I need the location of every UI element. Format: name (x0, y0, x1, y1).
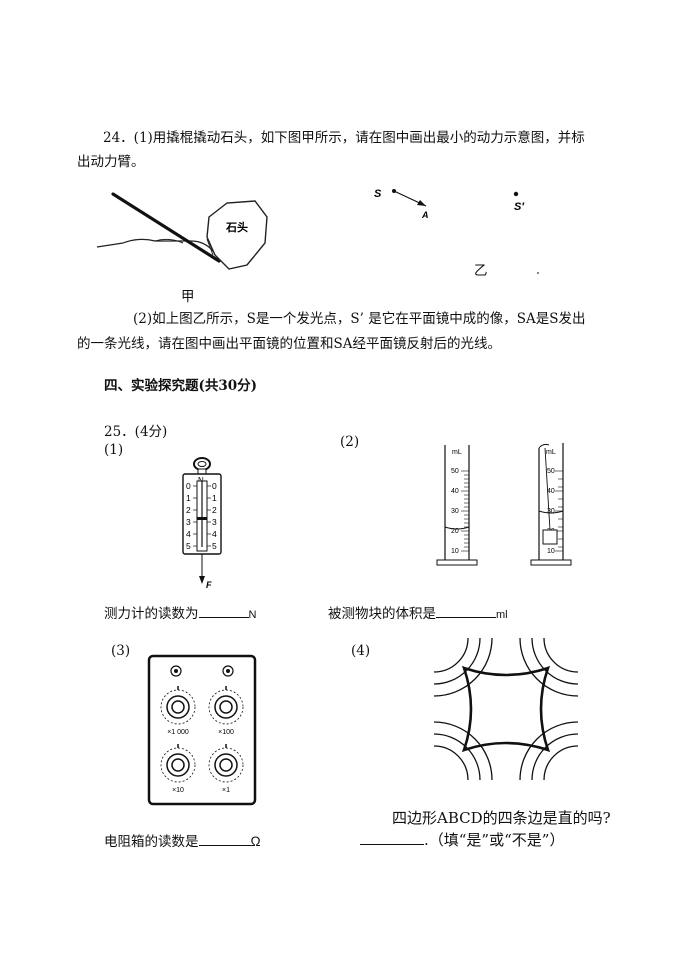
svg-text:4: 4 (186, 529, 191, 539)
q25-p4-label: (4) (351, 643, 371, 659)
svg-text:10: 10 (451, 548, 459, 555)
svg-text:10: 10 (547, 548, 555, 555)
section4-title: 四、实验探究题(共30分) (104, 378, 258, 394)
svg-text:0: 0 (186, 481, 191, 491)
svg-text:mL: mL (546, 449, 556, 456)
cylinder-2: mL 50 40 30 20 10 (530, 443, 572, 566)
quadrilateral-abcd (461, 665, 551, 753)
svg-text:1: 1 (212, 493, 217, 503)
lever-rock-figure: 石头 (96, 192, 268, 270)
light-ray-figure: S A S′ (374, 188, 539, 274)
rock-label: 石头 (225, 220, 248, 234)
scale-left-numbers: 0 1 2 3 4 5 (186, 481, 191, 551)
figure-jia-label: 甲 (181, 289, 195, 304)
multiplier-x1: ×1 (222, 787, 230, 794)
q25-p3-label: (3) (111, 643, 131, 659)
q24-part2-line2: 的一条光线，请在图中画出平面镜的位置和SA经平面镜反射后的光线。 (77, 336, 501, 352)
svg-text:5: 5 (186, 541, 191, 551)
svg-text:4: 4 (212, 529, 217, 539)
point-s-prime-label: S′ (514, 201, 525, 213)
multiplier-x1000: ×1 000 (167, 729, 189, 736)
measuring-cylinders-figure: mL 50 40 30 20 10 mL 50 40 30 20 10 (436, 443, 572, 566)
multiplier-x100: ×100 (218, 729, 234, 736)
svg-text:5: 5 (212, 541, 217, 551)
svg-text:50: 50 (451, 468, 459, 475)
svg-text:1: 1 (186, 493, 191, 503)
dial-x100 (208, 686, 244, 725)
svg-text:2: 2 (186, 505, 191, 515)
point-a-label: A (421, 210, 429, 220)
q25-p2-label: (2) (340, 434, 360, 450)
force-label: F (206, 580, 212, 590)
q24-part2-line1: (2)如上图乙所示，S是一个发光点，S’ 是它在平面镜中成的像，SA是S发出 (133, 311, 586, 327)
svg-text:3: 3 (212, 517, 217, 527)
point-s-label: S (374, 188, 382, 200)
svg-text:30: 30 (451, 508, 459, 515)
illusion-figure (433, 637, 579, 781)
multiplier-x10: ×10 (172, 787, 184, 794)
svg-text:3: 3 (186, 517, 191, 527)
q24-part1-line1: 24．(1)用撬棍撬动石头，如下图甲所示，请在图中画出最小的动力示意图，并标 (103, 130, 585, 146)
figure-yi-label: 乙 (474, 263, 488, 278)
q25-p1-label: (1) (104, 442, 124, 458)
q25-p4-answer: .（填“是”或“不是”） (360, 829, 564, 850)
q25-header: 25．(4分) (104, 424, 168, 440)
svg-text:40: 40 (547, 488, 555, 495)
svg-text:20: 20 (451, 528, 459, 535)
dial-x1000 (160, 686, 196, 725)
dial-x1 (208, 744, 244, 783)
scale-right-numbers: 0 1 2 3 4 5 (212, 481, 217, 551)
answer-blank (360, 831, 424, 845)
svg-text:0: 0 (212, 481, 217, 491)
svg-text:40: 40 (451, 488, 459, 495)
resistance-box-figure: ×1 000 ×100 ×10 ×1 (147, 654, 257, 806)
spring-scale-figure: N 0 1 2 3 4 5 0 1 2 3 4 5 F (182, 457, 222, 590)
q24-part1-line2: 出动力臂。 (77, 154, 145, 170)
svg-text:2: 2 (212, 505, 217, 515)
dial-x10 (160, 744, 196, 783)
svg-text:30: 30 (547, 508, 555, 515)
q25-p4-question: 四边形ABCD的四条边是直的吗? (392, 809, 611, 827)
svg-text:50: 50 (547, 468, 555, 475)
cylinder-1: mL 50 40 30 20 10 (436, 445, 478, 566)
svg-text:mL: mL (452, 449, 462, 456)
